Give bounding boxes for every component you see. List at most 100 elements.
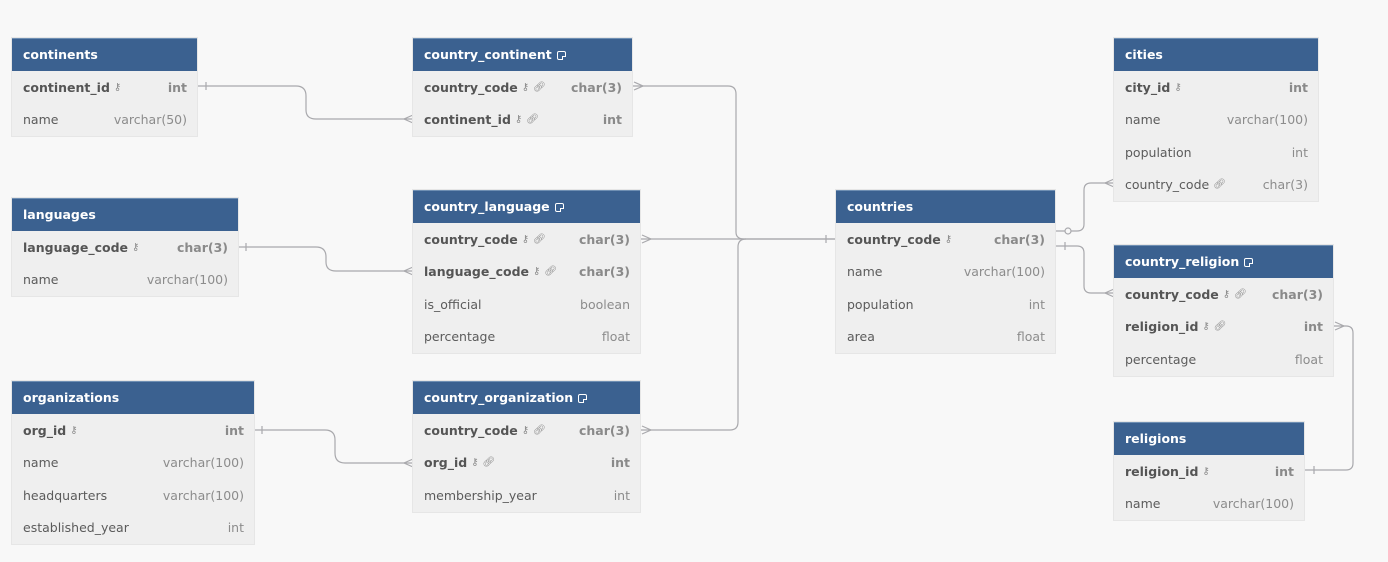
field-row[interactable]: org_id⚷🔗︎ int: [413, 447, 640, 480]
field-row[interactable]: continent_id⚷ int: [12, 71, 197, 104]
field-row[interactable]: population int: [836, 288, 1055, 321]
table-languages[interactable]: languages language_code ⚷ char(3) name va…: [12, 198, 238, 296]
field-name: language_code: [424, 264, 529, 280]
field-row[interactable]: city_id⚷ int: [1114, 71, 1318, 104]
field-type: char(3): [176, 239, 228, 255]
edge-language: [238, 246, 413, 272]
field-type: char(3): [578, 422, 630, 438]
field-type: varchar(100): [146, 272, 228, 288]
key-icon: ⚷: [471, 457, 479, 469]
table-header[interactable]: country_religion: [1114, 245, 1333, 278]
table-country-language[interactable]: country_language country_code⚷🔗︎ char(3)…: [413, 190, 640, 353]
key-icon: ⚷: [132, 241, 140, 253]
field-row[interactable]: population int: [1114, 136, 1318, 169]
table-country-continent[interactable]: country_continent country_code⚷🔗︎ char(3…: [413, 38, 632, 136]
table-title: countries: [847, 199, 914, 214]
field-row[interactable]: headquarters varchar(100): [12, 479, 254, 512]
field-name: language_code: [23, 239, 128, 255]
field-row[interactable]: religion_id⚷🔗︎ int: [1114, 311, 1333, 344]
field-row[interactable]: name varchar(100): [836, 256, 1055, 289]
table-countries[interactable]: countries country_code⚷ char(3) name var…: [836, 190, 1055, 353]
field-row[interactable]: continent_id⚷🔗︎ int: [413, 104, 632, 137]
field-type: int: [602, 112, 622, 128]
field-row[interactable]: membership_year int: [413, 479, 640, 512]
field-type: char(3): [1271, 286, 1323, 302]
field-name: name: [23, 112, 59, 128]
link-icon: 🔗︎: [533, 424, 546, 436]
table-header[interactable]: languages: [12, 198, 238, 231]
field-name: city_id: [1125, 79, 1171, 95]
table-header[interactable]: cities: [1114, 38, 1318, 71]
note-icon[interactable]: [556, 50, 566, 60]
key-icon: ⚷: [1202, 321, 1210, 333]
link-icon: 🔗︎: [1213, 321, 1227, 333]
field-row[interactable]: percentage float: [413, 321, 640, 354]
link-icon: 🔗︎: [533, 81, 546, 93]
table-religions[interactable]: religions religion_id⚷ int name varchar(…: [1114, 422, 1304, 520]
note-icon[interactable]: [554, 202, 564, 212]
field-type: varchar(100): [162, 455, 244, 471]
note-icon[interactable]: [1244, 257, 1254, 267]
field-type: float: [1016, 329, 1045, 345]
field-row[interactable]: name varchar(100): [12, 264, 238, 297]
table-country-religion[interactable]: country_religion country_code⚷🔗︎ char(3)…: [1114, 245, 1333, 376]
field-row[interactable]: established_year int: [12, 512, 254, 545]
field-type: int: [1291, 144, 1308, 160]
table-header[interactable]: country_continent: [413, 38, 632, 71]
field-row[interactable]: language_code ⚷ char(3): [12, 231, 238, 264]
field-row[interactable]: country_code⚷🔗︎ char(3): [1114, 278, 1333, 311]
field-row[interactable]: name varchar(100): [1114, 104, 1318, 137]
field-name: org_id: [23, 422, 67, 438]
table-header[interactable]: country_organization: [413, 381, 640, 414]
field-row[interactable]: is_official boolean: [413, 288, 640, 321]
field-name: is_official: [424, 296, 482, 312]
table-cities[interactable]: cities city_id⚷ int name varchar(100) po…: [1114, 38, 1318, 201]
field-name: org_id: [424, 455, 468, 471]
field-type: int: [613, 487, 630, 503]
field-type: int: [224, 422, 244, 438]
field-name: country_code: [424, 422, 518, 438]
field-type: varchar(100): [963, 264, 1045, 280]
link-icon: 🔗︎: [482, 457, 496, 469]
table-header[interactable]: continents: [12, 38, 197, 71]
table-header[interactable]: organizations: [12, 381, 254, 414]
field-row[interactable]: name varchar(100): [1114, 488, 1304, 521]
field-row[interactable]: area float: [836, 321, 1055, 354]
table-continents[interactable]: continents continent_id⚷ int name varcha…: [12, 38, 197, 136]
field-type: char(3): [993, 231, 1045, 247]
field-name: established_year: [23, 520, 129, 536]
field-row[interactable]: name varchar(50): [12, 104, 197, 137]
field-row[interactable]: religion_id⚷ int: [1114, 455, 1304, 488]
field-row[interactable]: country_code⚷🔗︎ char(3): [413, 71, 632, 104]
field-type: varchar(100): [1226, 112, 1308, 128]
table-header[interactable]: countries: [836, 190, 1055, 223]
field-row[interactable]: name varchar(100): [12, 447, 254, 480]
table-title: languages: [23, 207, 96, 222]
table-title: cities: [1125, 47, 1163, 62]
field-row[interactable]: org_id⚷ int: [12, 414, 254, 447]
field-row[interactable]: country_code🔗︎ char(3): [1114, 169, 1318, 202]
table-header[interactable]: country_language: [413, 190, 640, 223]
note-icon[interactable]: [578, 393, 588, 403]
link-icon: 🔗︎: [526, 114, 539, 126]
table-country-organization[interactable]: country_organization country_code⚷🔗︎ cha…: [413, 381, 640, 512]
field-row[interactable]: language_code⚷🔗︎ char(3): [413, 256, 640, 289]
field-row[interactable]: country_code⚷🔗︎ char(3): [413, 414, 640, 447]
table-organizations[interactable]: organizations org_id⚷ int name varchar(1…: [12, 381, 254, 544]
field-row[interactable]: percentage float: [1114, 343, 1333, 376]
edge-continent: [198, 85, 413, 120]
field-row[interactable]: country_code⚷ char(3): [836, 223, 1055, 256]
field-name: name: [23, 455, 59, 471]
field-name: percentage: [1125, 351, 1197, 367]
edge-cc-countries: [632, 85, 836, 240]
key-icon: ⚷: [521, 424, 530, 436]
field-type: int: [227, 520, 244, 536]
field-type: char(3): [578, 231, 630, 247]
field-name: religion_id: [1125, 319, 1199, 335]
table-header[interactable]: religions: [1114, 422, 1304, 455]
field-name: country_code: [1125, 177, 1210, 193]
field-name: religion_id: [1125, 463, 1199, 479]
table-title: country_language: [424, 199, 550, 214]
field-row[interactable]: country_code⚷🔗︎ char(3): [413, 223, 640, 256]
